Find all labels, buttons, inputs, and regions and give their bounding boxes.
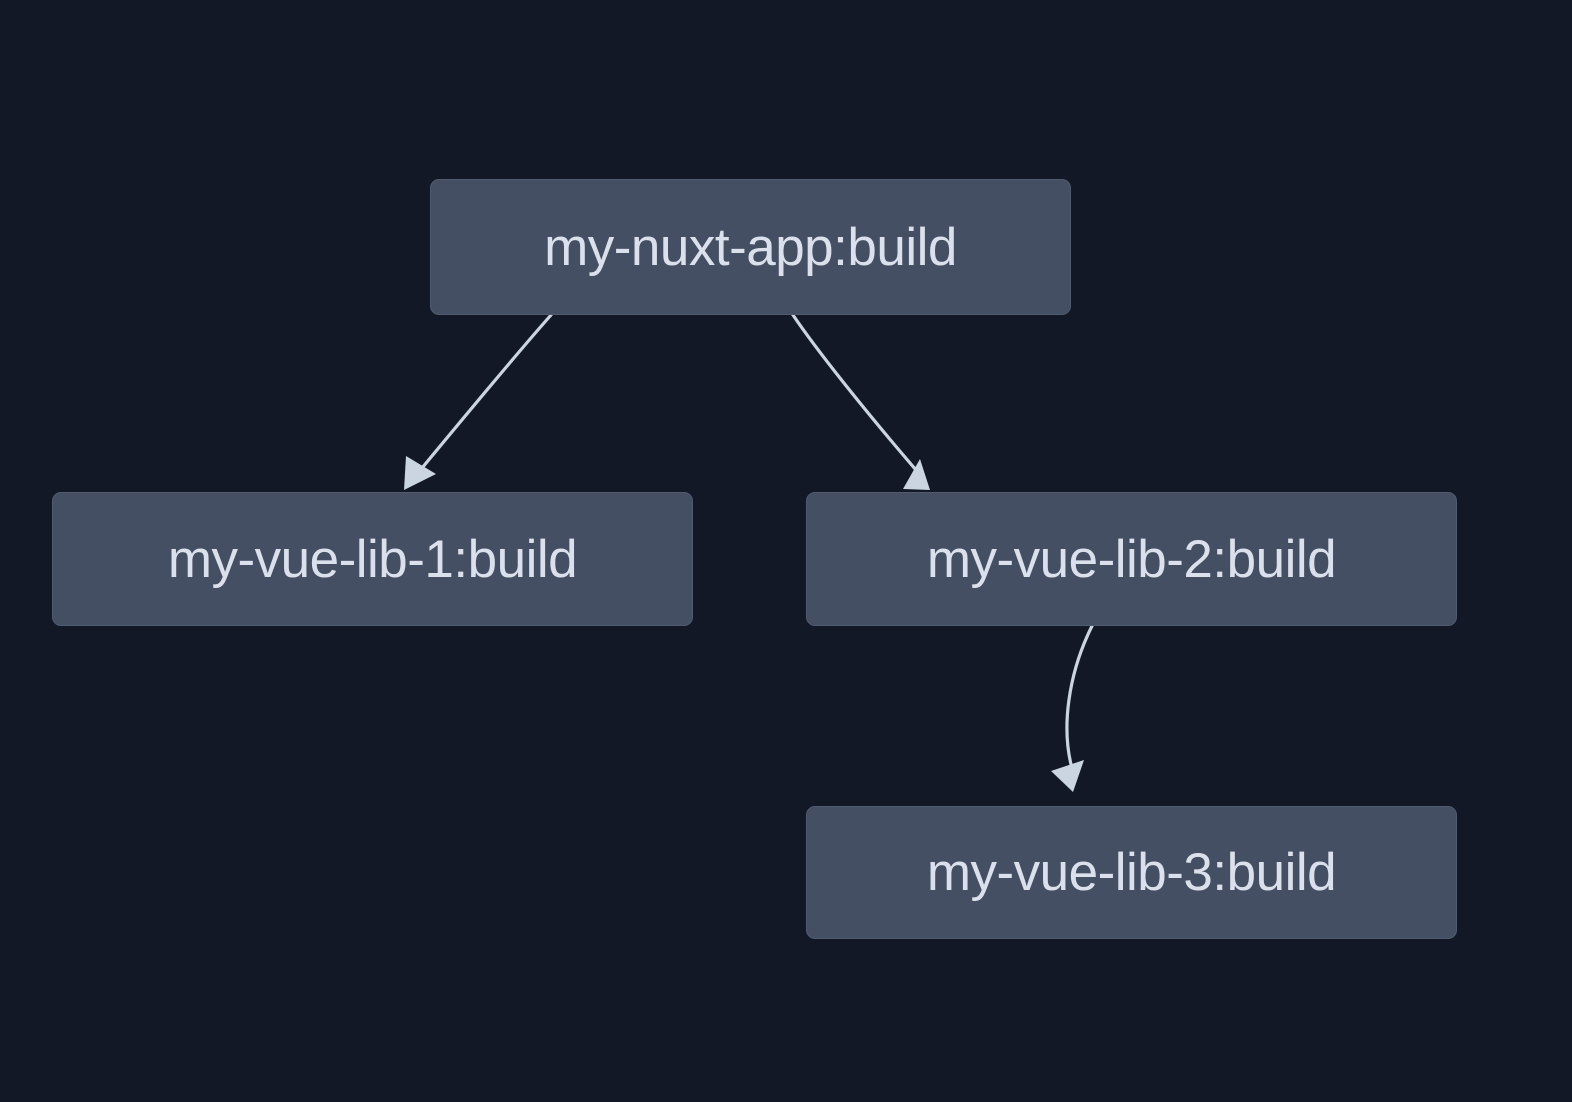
node-my-vue-lib-1-build[interactable]: my-vue-lib-1:build	[52, 492, 693, 626]
edge-nuxt-app-to-vue-lib-2	[791, 313, 930, 490]
node-my-vue-lib-2-build[interactable]: my-vue-lib-2:build	[806, 492, 1457, 626]
edge-vue-lib-2-to-vue-lib-3	[1051, 624, 1094, 792]
edge-vue-lib-2-to-vue-lib-3-curve	[1065, 624, 1094, 780]
node-my-vue-lib-3-build[interactable]: my-vue-lib-3:build	[806, 806, 1457, 939]
edge-nuxt-app-to-vue-lib-1-curve	[420, 313, 553, 470]
edge-nuxt-app-to-vue-lib-2-curve	[791, 313, 918, 472]
edge-nuxt-app-to-vue-lib-1	[404, 313, 553, 490]
node-my-vue-lib-2-build-label: my-vue-lib-2:build	[926, 529, 1337, 589]
node-my-vue-lib-1-build-label: my-vue-lib-1:build	[167, 529, 578, 589]
edge-nuxt-app-to-vue-lib-2-arrowhead-icon	[903, 459, 930, 490]
edge-vue-lib-2-to-vue-lib-3-arrowhead-icon	[1051, 760, 1084, 792]
node-my-nuxt-app-build[interactable]: my-nuxt-app:build	[430, 179, 1071, 315]
edge-nuxt-app-to-vue-lib-1-arrowhead-icon	[404, 456, 436, 490]
node-my-nuxt-app-build-label: my-nuxt-app:build	[544, 217, 957, 277]
node-my-vue-lib-3-build-label: my-vue-lib-3:build	[926, 843, 1337, 902]
